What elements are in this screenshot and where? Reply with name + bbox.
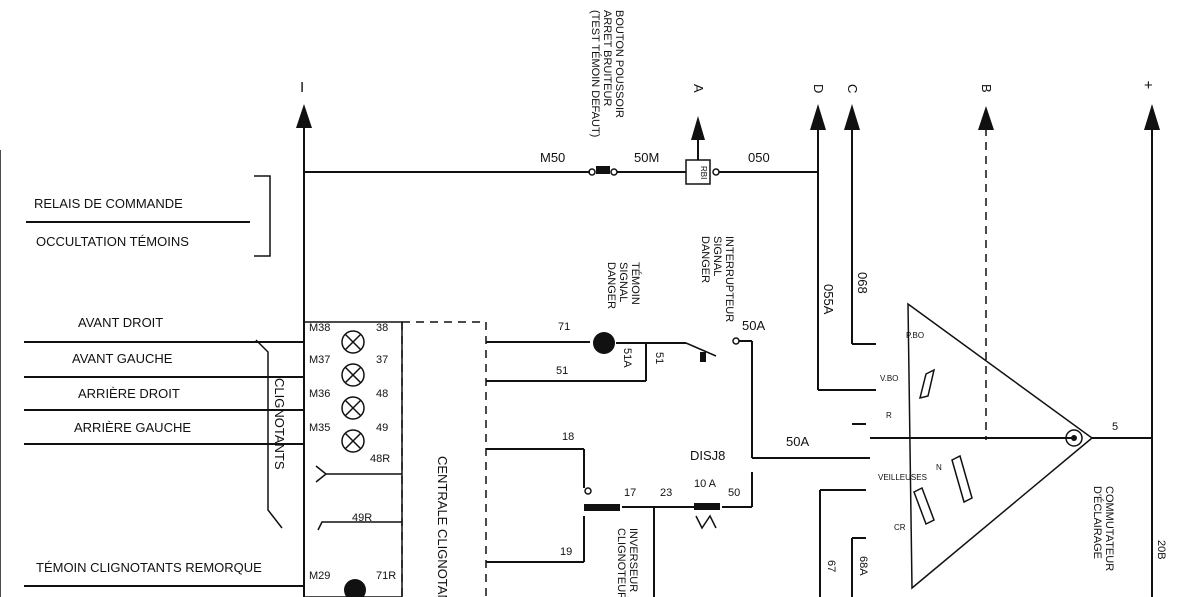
label-arriere-droit: ARRIÈRE DROIT [78, 386, 180, 401]
clignotants-label: CLIGNOTANTS [272, 378, 287, 470]
wire-m50: M50 [540, 150, 565, 165]
wire-50a-mid: 50A [786, 434, 809, 449]
lamp-avant-droit [341, 330, 365, 354]
terminal-d: D [811, 84, 826, 93]
wire-050: 050 [748, 150, 770, 165]
disj-label: DISJ8 [690, 448, 725, 463]
bouton-label-2: ARRET BRUITEUR [601, 10, 613, 106]
commutateur-outline [907, 302, 1094, 590]
bouton-label-1: BOUTON POUSSOIR [613, 10, 625, 118]
temoin-lamp [593, 332, 615, 354]
lamp-arriere-droit [341, 396, 365, 420]
commutateur-label-2: D'ÉCLAIRAGE [1091, 486, 1104, 559]
wire-49r: 49R [352, 512, 372, 524]
label-temoin-remorque: TÉMOIN CLIGNOTANTS REMORQUE [36, 560, 262, 575]
wire-48r: 48R [370, 453, 390, 465]
wire-068: 068 [855, 272, 870, 294]
wire-67: 67 [825, 560, 837, 572]
danger-switch [685, 342, 717, 357]
terminal-b: B [979, 84, 994, 93]
wire-51a: 51A [621, 348, 633, 368]
wire-17: 17 [624, 487, 636, 499]
wire-m36: M36 [309, 388, 330, 400]
pos-pbo: P.BO [906, 331, 924, 340]
interr-label-1: INTERRUPTEUR [723, 236, 735, 322]
relais-label-line2: OCCULTATION TÉMOINS [36, 234, 189, 249]
label-avant-droit: AVANT DROIT [78, 315, 163, 330]
arrow-plus [1144, 104, 1160, 130]
temoin-label-3: DANGER [605, 262, 617, 309]
pos-cr: CR [894, 523, 906, 532]
wire-37: 37 [376, 354, 388, 366]
inverseur-label-1: INVERSEUR [627, 528, 639, 592]
push-button [596, 166, 610, 174]
connector-48r [315, 465, 328, 483]
wire-50a-top: 50A [742, 318, 765, 333]
wire-20b: 20B [1155, 540, 1167, 560]
wire-m37: M37 [309, 354, 330, 366]
lamp-block [303, 321, 403, 597]
wire-50m: 50M [634, 150, 659, 165]
wire-23: 23 [660, 487, 672, 499]
wire-m29: M29 [309, 570, 330, 582]
wire-18: 18 [562, 431, 574, 443]
wire-055a: 055A [821, 284, 836, 315]
arrow-minus [296, 104, 312, 128]
wire-19: 19 [560, 546, 572, 558]
arrow-b [978, 106, 994, 130]
wire-m38: M38 [309, 322, 330, 334]
bouton-label-3: (TEST TÉMOIN DEFAUT) [589, 10, 602, 137]
wire-51b: 51 [653, 352, 665, 364]
arrow-c [844, 104, 860, 130]
disj-symbol [695, 514, 717, 530]
wire-48: 48 [376, 388, 388, 400]
interr-label-3: DANGER [699, 236, 711, 283]
wire-5: 5 [1112, 421, 1118, 433]
arrow-d [810, 104, 826, 130]
disj-fuse [694, 503, 720, 510]
inverseur-label-2: CLIGNOTEURS [615, 528, 627, 597]
relais-label-line1: RELAIS DE COMMANDE [34, 196, 183, 211]
wire-71: 71 [558, 321, 570, 333]
lamp-arriere-gauche [341, 429, 365, 453]
wire-51: 51 [556, 365, 568, 377]
lamp-remorque [344, 579, 366, 597]
connector-49r [317, 521, 330, 531]
terminal-plus: + [1144, 77, 1153, 94]
relay-text: RBI [699, 166, 708, 179]
terminal-c: C [845, 84, 860, 93]
label-avant-gauche: AVANT GAUCHE [72, 351, 173, 366]
fuse-label: 10 A [694, 478, 717, 490]
wire-49: 49 [376, 422, 388, 434]
arrow-a [691, 116, 705, 140]
wire-71r: 71R [376, 570, 396, 582]
temoin-label-1: TÉMOIN [629, 262, 642, 305]
interr-label-2: SIGNAL [711, 236, 723, 276]
centrale-label: CENTRALE CLIGNOTANTS [435, 456, 450, 597]
pos-veilleuses: VEILLEUSES [878, 473, 927, 482]
wire-68a: 68A [857, 556, 869, 576]
pos-vbo: V.BO [880, 374, 898, 383]
terminal-a: A [691, 84, 706, 93]
pos-r: R [886, 411, 892, 420]
inverseur-switch [584, 504, 620, 511]
wire-50: 50 [728, 487, 740, 499]
clignotants-bracket [255, 339, 283, 529]
wire-38: 38 [376, 322, 388, 334]
relais-bracket [254, 175, 271, 257]
commutateur-label-1: COMMUTATEUR [1103, 486, 1115, 571]
lamp-avant-gauche [341, 363, 365, 387]
label-arriere-gauche: ARRIÈRE GAUCHE [74, 420, 191, 435]
terminal-minus: I [300, 79, 304, 96]
pos-n: N [936, 463, 942, 472]
wire-m35: M35 [309, 422, 330, 434]
temoin-label-2: SIGNAL [617, 262, 629, 302]
